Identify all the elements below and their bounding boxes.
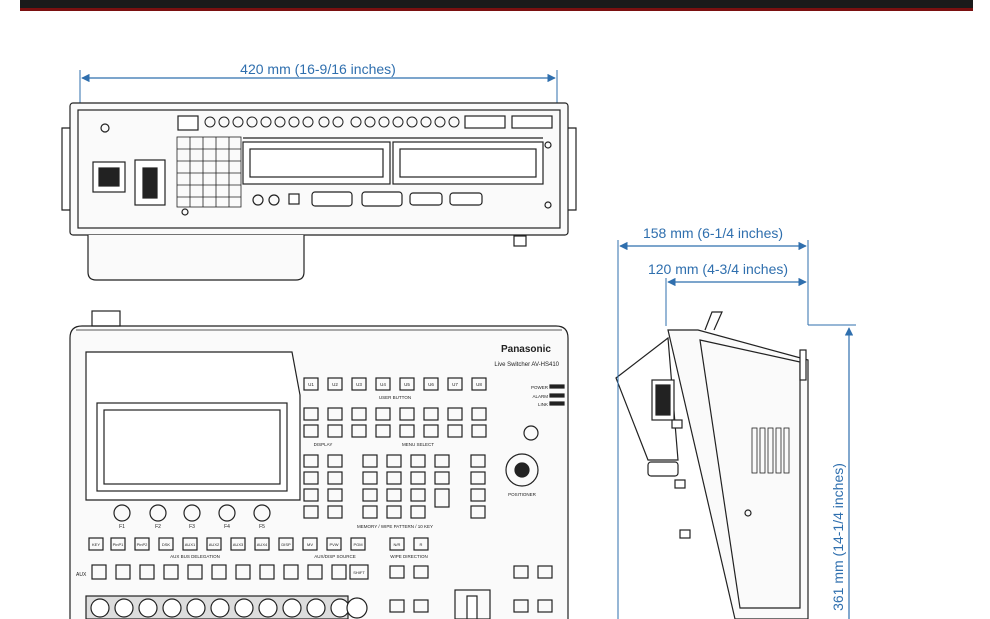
shift-label: SHIFT bbox=[353, 570, 365, 575]
user-button-label: U2 bbox=[332, 382, 338, 387]
delegation-button-label: PinP1 bbox=[113, 542, 124, 547]
function-knob-label: F1 bbox=[119, 524, 125, 530]
user-button-label: U7 bbox=[452, 382, 458, 387]
delegation-button-label: AUX1 bbox=[185, 542, 196, 547]
top-banner bbox=[20, 0, 973, 11]
depth-outer-dimension bbox=[617, 240, 809, 619]
status-led-label: LINK bbox=[538, 402, 548, 407]
wipe-direction-caption: WIPE DIRECTION bbox=[390, 554, 428, 559]
aux-disp-caption: AUX/DISP SOURCE bbox=[314, 554, 355, 559]
user-button-caption: USER BUTTON bbox=[379, 395, 411, 400]
memory-caption: MEMORY / WIPE PATTERN / 10 KEY bbox=[357, 524, 433, 529]
user-button-label: U5 bbox=[404, 382, 410, 387]
menu-select-caption: MENU SELECT bbox=[402, 442, 434, 447]
front-panel bbox=[69, 310, 569, 619]
wipe-button-label: N/R bbox=[394, 542, 401, 547]
width-dimension-label: 420 mm (16-9/16 inches) bbox=[240, 61, 396, 77]
user-button-label: U4 bbox=[380, 382, 386, 387]
height-dimension bbox=[808, 324, 856, 619]
function-knob-label: F5 bbox=[259, 524, 265, 530]
status-led-label: POWER bbox=[531, 385, 549, 390]
width-dimension bbox=[79, 70, 558, 105]
brand-logo: Panasonic bbox=[501, 344, 551, 355]
delegation-button-label: AUX2 bbox=[209, 542, 220, 547]
delegation-button-label: KEY bbox=[92, 542, 100, 547]
delegation-button-label: AUX4 bbox=[257, 542, 268, 547]
depth-outer-label: 158 mm (6-1/4 inches) bbox=[643, 225, 783, 241]
rear-view bbox=[61, 102, 577, 281]
function-knob-label: F3 bbox=[189, 524, 195, 530]
delegation-button-label: MV bbox=[307, 542, 313, 547]
delegation-button-label: DSK bbox=[162, 542, 171, 547]
user-button-label: U8 bbox=[476, 382, 482, 387]
function-knob-label: F2 bbox=[155, 524, 161, 530]
user-button-label: U3 bbox=[356, 382, 362, 387]
status-led-label: ALARM bbox=[532, 394, 548, 399]
user-button-label: U1 bbox=[308, 382, 314, 387]
depth-inner-label: 120 mm (4-3/4 inches) bbox=[648, 261, 788, 277]
wipe-button-label: R bbox=[420, 542, 423, 547]
user-button-label: U6 bbox=[428, 382, 434, 387]
delegation-button-label: PVW bbox=[329, 542, 338, 547]
delegation-button-label: PinP2 bbox=[137, 542, 148, 547]
delegation-button-label: PGM bbox=[353, 542, 362, 547]
depth-inner-dimension bbox=[665, 277, 807, 326]
function-knob-label: F4 bbox=[224, 524, 230, 530]
aux-bus-caption: AUX BUS DELEGATION bbox=[170, 554, 220, 559]
positioner-caption: POSITIONER bbox=[508, 492, 537, 497]
display-caption: DISPLAY bbox=[314, 442, 333, 447]
delegation-button-label: AUX3 bbox=[233, 542, 244, 547]
side-view bbox=[615, 311, 809, 619]
aux-row-label: AUX bbox=[76, 572, 87, 578]
height-dimension-label: 361 mm (14-1/4 inches) bbox=[830, 463, 846, 611]
model-label: Live Switcher AV-HS410 bbox=[494, 362, 559, 368]
delegation-button-label: DISP bbox=[281, 542, 291, 547]
